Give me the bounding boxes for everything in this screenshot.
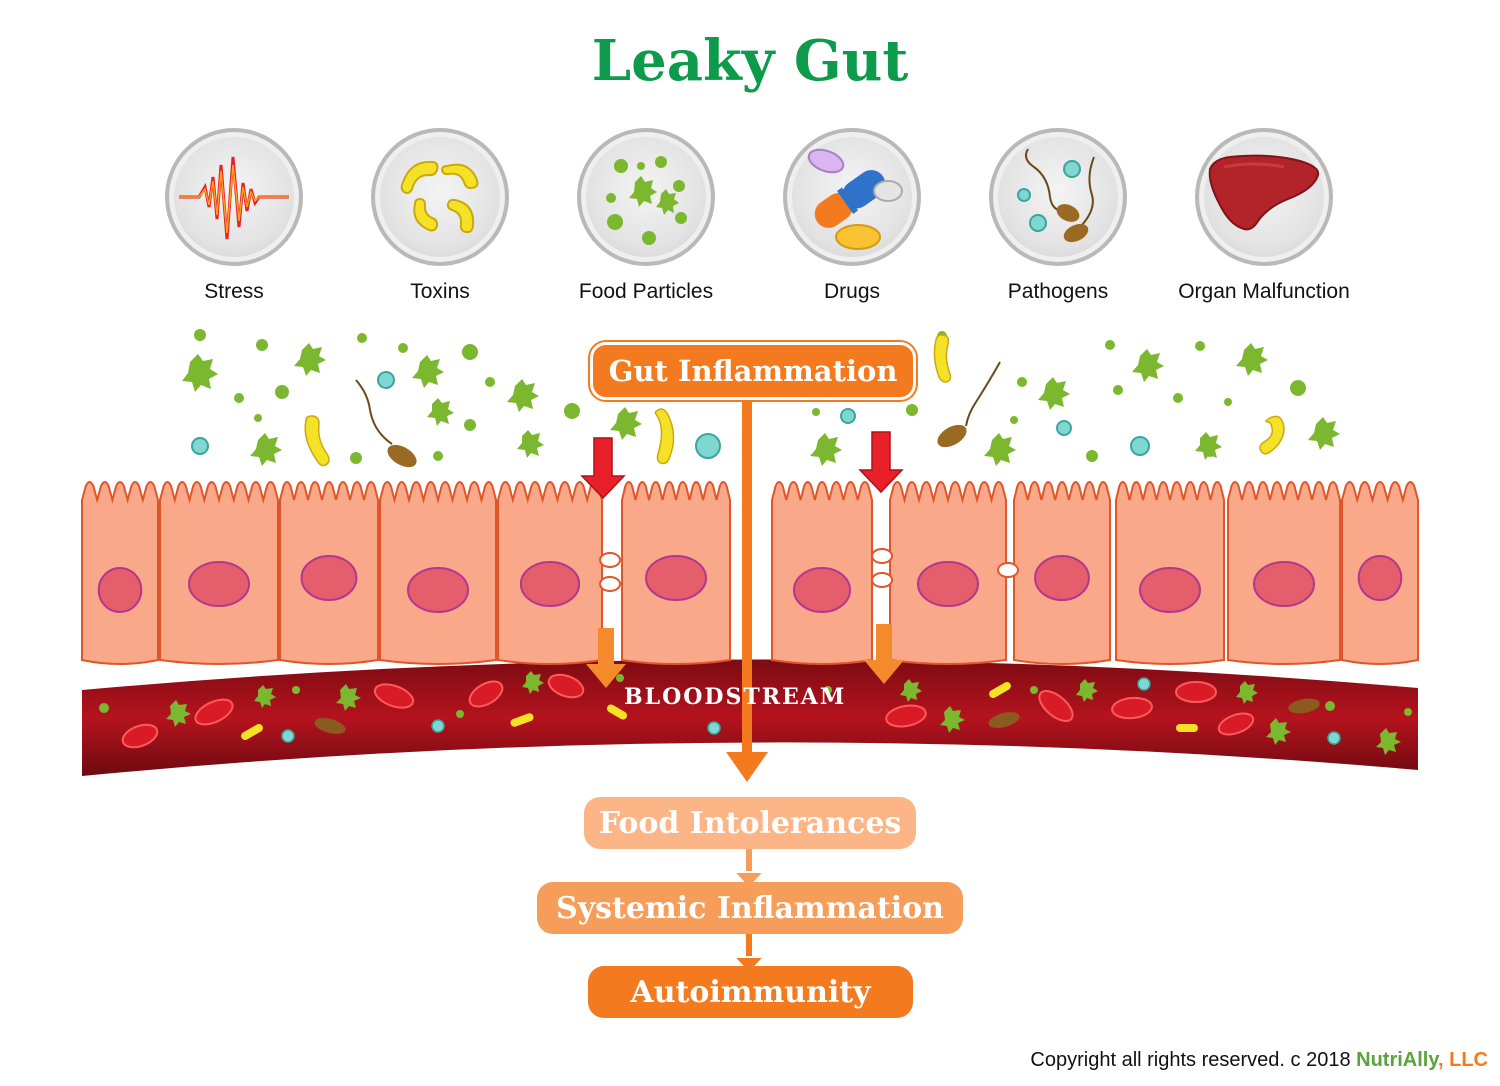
cell-nucleus [1253,561,1315,607]
cause-organ-malfunction: Organ Malfunction [1154,128,1374,304]
junction-gap [997,562,1019,578]
cell-nucleus [300,555,358,601]
cell-nucleus [645,555,707,601]
cell-nucleus [1034,555,1090,601]
cause-label: Toxins [410,280,470,303]
page-title: Leaky Gut [591,28,909,94]
cause-drugs: Drugs [742,128,962,304]
liver-icon [1195,128,1333,266]
cell-nucleus [519,561,581,607]
systemic-inflammation-box: Systemic Inflammation [537,882,963,934]
cause-pathogens: Pathogens [948,128,1168,304]
cell-nucleus [1357,555,1403,601]
cause-label: Drugs [823,280,881,303]
brand-suffix: , LLC [1438,1049,1488,1071]
cell-nucleus [97,567,143,613]
epithelial-cells [81,481,1419,665]
food-particles-icon [577,128,715,266]
cell-nucleus [188,561,250,607]
junction-gap [599,576,621,592]
toxin-icon [371,128,509,266]
autoimmunity-box: Autoimmunity [588,966,913,1018]
flow-arrow-step1 [731,848,767,890]
pills-icon [783,128,921,266]
bloodstream-label: BLOODSTREAM [624,684,847,710]
blood-contents [99,671,1412,755]
flow-arrow-step2 [731,933,767,975]
leak-into-blood-arrow-right [864,624,904,684]
cause-label: Pathogens [1007,280,1109,303]
cell-nucleus [793,567,851,613]
cause-label: Organ Malfunction [1178,280,1350,303]
junction-gap [871,572,893,588]
food-intolerances-box: Food Intolerances [584,797,916,849]
junction-gap [599,552,621,568]
cell-nucleus [1139,567,1201,613]
leak-arrow-left [580,437,626,500]
gut-inflammation-box: Gut Inflammation [590,342,916,400]
brand-name: NutriAlly [1356,1049,1438,1071]
cause-food-particles: Food Particles [536,128,756,304]
cell-nucleus [407,567,469,613]
lumen-particles [182,329,1340,468]
junction-gap [871,548,893,564]
copyright-notice: Copyright all rights reserved. c 2018 Nu… [1030,1049,1488,1072]
leak-into-blood-arrow-left [586,628,626,688]
leak-arrow-right [858,431,904,494]
cause-label: Food Particles [578,280,714,303]
pathogen-icon [989,128,1127,266]
cause-toxins: Toxins [330,128,550,304]
cell-nucleus [917,561,979,607]
cause-stress: Stress [124,128,344,304]
stress-wave-icon [165,128,303,266]
cause-label: Stress [204,280,264,303]
copyright-text: Copyright all rights reserved. c 2018 [1030,1049,1351,1071]
flow-arrow-main [726,392,768,782]
